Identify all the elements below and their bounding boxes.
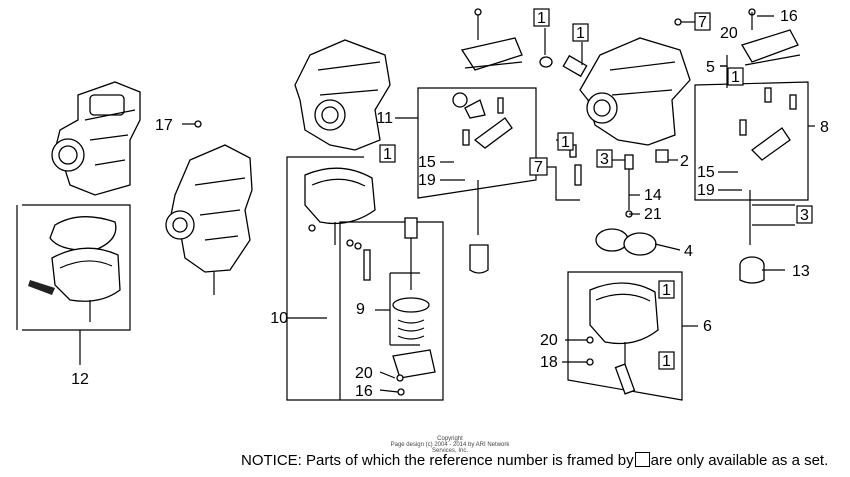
float-chamber-left: [28, 247, 121, 322]
label-9: 9: [356, 301, 365, 318]
label-18: 18: [540, 354, 558, 371]
frame-1-small-parts: [557, 132, 574, 151]
label-19-center: 19: [418, 172, 436, 189]
label-1-small-parts: 1: [561, 134, 570, 151]
label-15-right: 15: [697, 164, 715, 181]
bracket-8: [694, 81, 809, 201]
label-19-right: 19: [697, 182, 715, 199]
top-cover-right: [741, 8, 801, 66]
screw-17: [194, 120, 202, 128]
frame-1-top-b: [572, 23, 589, 42]
label-5: 5: [706, 59, 715, 76]
float-chamber-center: [304, 167, 376, 245]
carburetor-assembly-left: [51, 81, 141, 196]
label-1-top-a: 1: [537, 10, 546, 27]
throttle-parts-right: [739, 87, 797, 284]
float-chamber-gasket-left: [49, 216, 117, 251]
label-1-top-b: 1: [576, 25, 585, 42]
float: [595, 228, 657, 256]
label-2: 2: [680, 153, 689, 170]
frame-3-left: [596, 149, 613, 168]
float-chamber-right: [589, 282, 659, 395]
small-parts-group: [569, 144, 582, 186]
frame-1-center: [379, 144, 396, 163]
bracket-11: [417, 87, 537, 199]
throttle-parts-center: [452, 92, 513, 274]
label-17: 17: [155, 117, 173, 134]
carburetor-assembly-second: [165, 144, 253, 295]
label-1-chamber-right-b: 1: [662, 353, 671, 370]
bracket-12: [22, 204, 131, 331]
label-16-top: 16: [780, 8, 798, 25]
label-1-center: 1: [383, 146, 392, 163]
label-4: 4: [684, 243, 693, 260]
label-6: 6: [703, 318, 712, 335]
label-3-right: 3: [800, 207, 809, 224]
label-8: 8: [820, 119, 829, 136]
label-7-top: 7: [698, 14, 707, 31]
label-12: 12: [71, 371, 89, 388]
label-7-small-parts: 7: [534, 159, 543, 176]
top-cover-center: [460, 8, 588, 78]
frame-3-right: [796, 205, 813, 224]
bracket-10: [286, 156, 364, 401]
notice-text-before: NOTICE: Parts of which the reference num…: [241, 452, 634, 469]
label-3-left: 3: [600, 151, 609, 168]
frame-1-cover-right: [727, 67, 744, 86]
frame-1-top-a: [533, 8, 550, 27]
label-1-cover-right: 1: [731, 69, 740, 86]
frame-1-chamber-right-b: [658, 351, 675, 370]
frame-7-small-parts: [529, 157, 548, 176]
carburetor-assembly-center: [294, 39, 391, 151]
copyright-notice: Copyright Page design (c) 2004 - 2014 by…: [380, 436, 520, 454]
accelerator-pump-parts: [392, 217, 436, 379]
label-11: 11: [376, 110, 393, 127]
needle-jet-parts: [624, 149, 669, 218]
carburetor-assembly-right: [579, 37, 691, 146]
label-10: 10: [270, 310, 288, 327]
bracket-9: [339, 221, 444, 401]
label-1-chamber-right-a: 1: [662, 282, 671, 299]
label-20-center: 20: [355, 365, 373, 382]
set-notice: NOTICE: Parts of which the reference num…: [241, 451, 845, 471]
copyright-line-1: Copyright: [437, 436, 463, 442]
notice-text-after: are only available as a set.: [650, 452, 829, 469]
label-13: 13: [792, 263, 810, 280]
frame-1-chamber-right-a: [658, 280, 675, 299]
frame-square-icon: [634, 452, 650, 467]
label-15-center: 15: [418, 154, 436, 171]
label-21: 21: [644, 206, 662, 223]
label-20-top: 20: [720, 25, 738, 42]
copyright-line-2: Page design (c) 2004 - 2014 by ARI Netwo…: [390, 442, 510, 454]
label-20-right: 20: [540, 332, 558, 349]
label-16-center: 16: [355, 383, 373, 400]
label-14: 14: [644, 187, 662, 204]
bracket-6: [567, 271, 683, 401]
